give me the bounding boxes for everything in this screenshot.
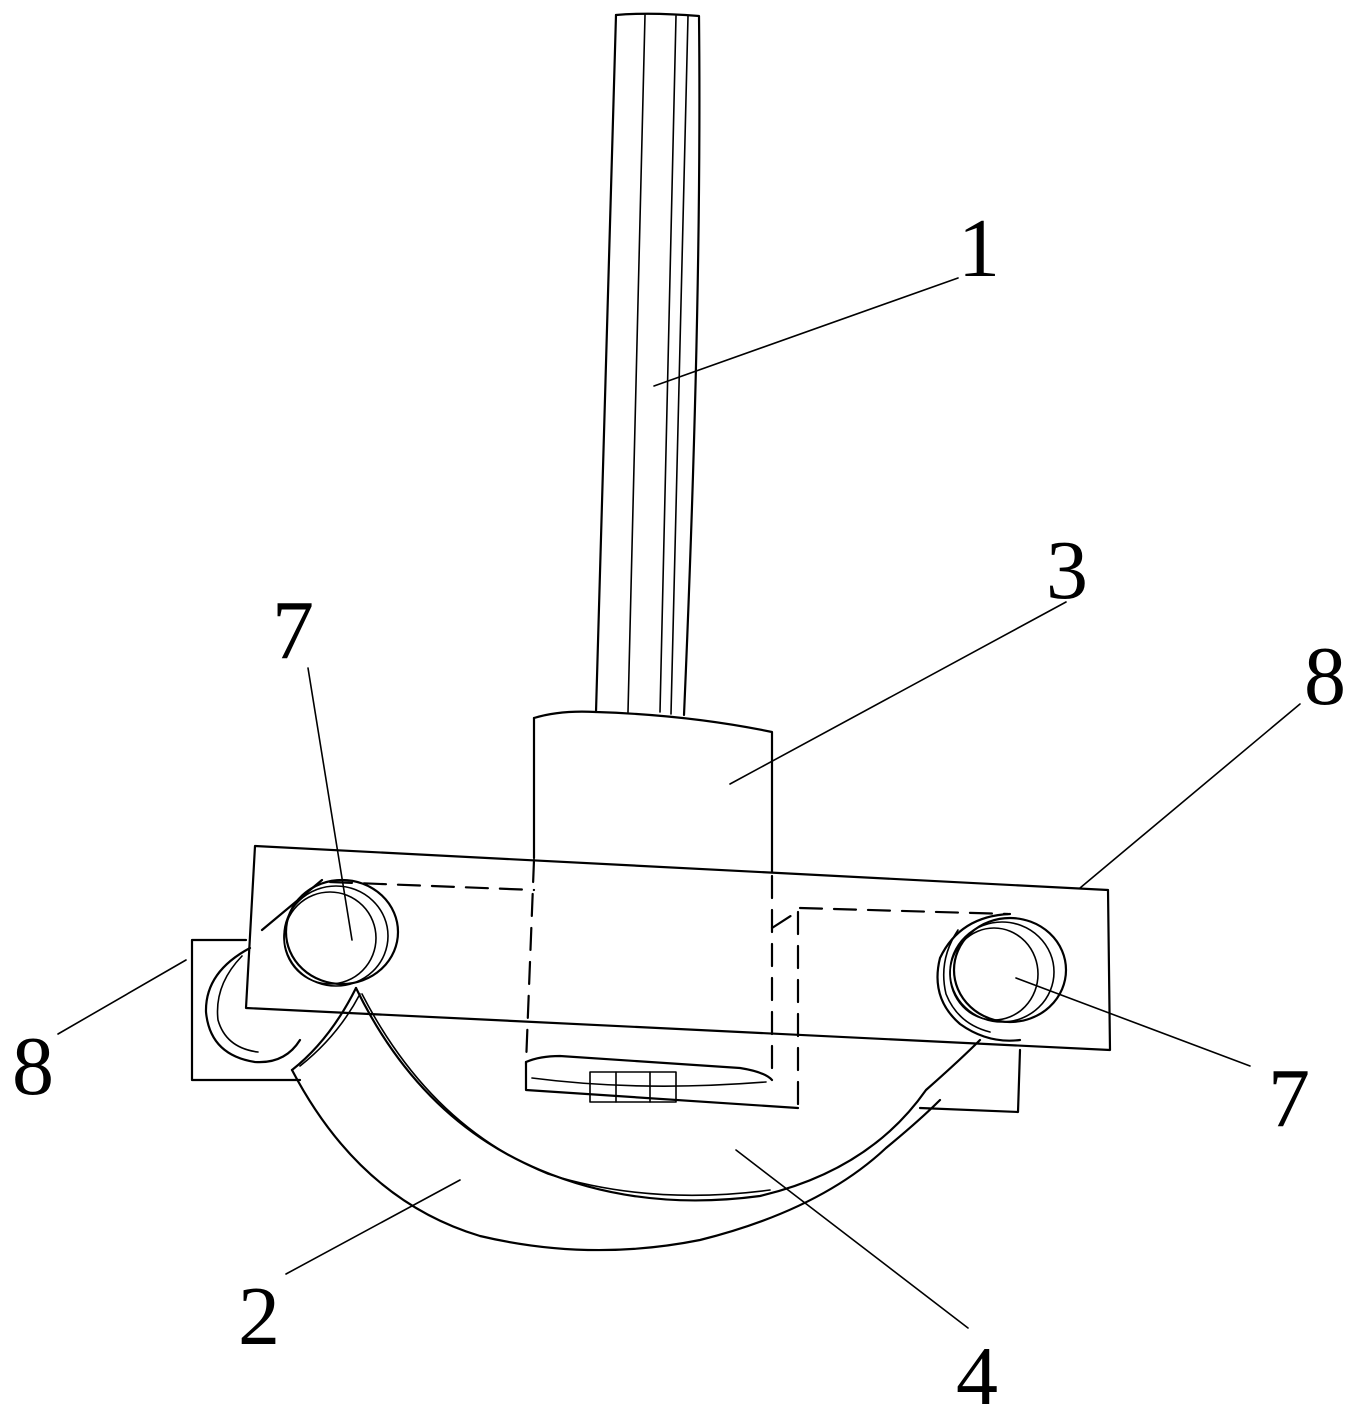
- pin-left: [204, 878, 400, 1064]
- rod: [594, 12, 701, 717]
- pin-right: [936, 912, 1068, 1042]
- sleeve: [524, 710, 800, 1110]
- label-frame-right: 8: [1304, 630, 1346, 723]
- label-pin-right: 7: [1268, 1052, 1310, 1145]
- label-rod: 1: [958, 202, 1000, 295]
- frame-right-lower: [918, 1048, 1022, 1114]
- frame-left-lower: [190, 938, 302, 1082]
- label-pin-left: 7: [272, 584, 314, 677]
- arc-handle: [290, 986, 982, 1252]
- label-frame-left: 8: [12, 1020, 54, 1113]
- frame-main: [244, 844, 1112, 1052]
- leader-lines: [57, 277, 1301, 1329]
- label-sleeve: 3: [1046, 524, 1088, 617]
- label-handle: 2: [238, 1270, 280, 1363]
- label-arc-plate: 4: [956, 1330, 998, 1419]
- hidden-guides: [328, 880, 1010, 1110]
